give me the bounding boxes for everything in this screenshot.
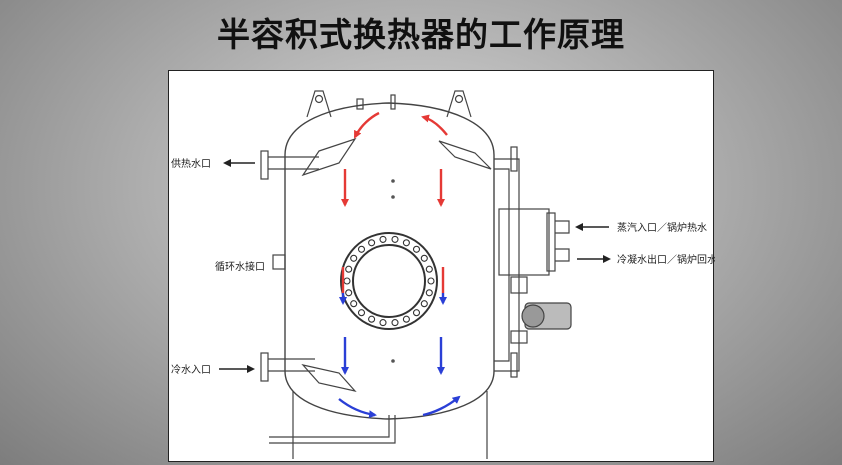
support-skirt: [292, 391, 488, 459]
manhole-bolt: [368, 239, 376, 247]
cold-flow-arrow-bottom-right: [422, 395, 461, 417]
manhole-bolt: [357, 309, 366, 317]
cold-inlet-nozzle: [260, 352, 269, 382]
manhole-bolt: [427, 277, 435, 285]
label-cold-water-inlet: 冷水入口: [171, 363, 211, 376]
right-pipe: [494, 158, 520, 372]
manhole-bolt: [402, 315, 410, 323]
lifting-lug-left: [306, 90, 332, 118]
manhole: [340, 232, 438, 330]
circulation-nozzle: [272, 254, 286, 270]
manhole-bolt: [391, 319, 399, 327]
manhole-bolt: [350, 254, 358, 262]
manhole-bolt: [343, 277, 351, 285]
hot-flow-arrow-top-left: [353, 111, 380, 139]
tank-shell: [284, 102, 495, 420]
diagram-panel: 供热水口 循环水接口 冷水入口 蒸汽入口／锅炉热水 冷凝水出口／锅炉回水: [168, 70, 715, 462]
label-circulation-port: 循环水接口: [215, 260, 265, 273]
page-title: 半容积式换热器的工作原理: [217, 15, 625, 54]
manhole-bolt: [357, 245, 366, 253]
label-hot-supply-outlet: 供热水口: [171, 157, 211, 170]
hot-flow-arrow-top-right: [421, 114, 448, 136]
manhole-bolt: [391, 235, 399, 243]
coil-flange-box: [498, 208, 550, 276]
manhole-bolt: [345, 289, 353, 297]
manhole-bolt: [402, 239, 410, 247]
manhole-bolt: [425, 289, 433, 297]
hot-supply-nozzle: [260, 150, 269, 180]
cold-flow-arrow-bottom-left: [338, 398, 377, 419]
manhole-bolt: [420, 300, 428, 308]
manhole-bolt: [379, 319, 387, 327]
manhole-bolt: [412, 309, 421, 317]
lifting-lug-right: [446, 90, 472, 118]
manhole-bolt: [412, 245, 421, 253]
label-steam-inlet: 蒸汽入口／锅炉热水: [617, 221, 707, 234]
manhole-bolt: [379, 235, 387, 243]
manhole-bolt: [368, 315, 376, 323]
manhole-bolt: [350, 300, 358, 308]
manhole-bolt: [425, 265, 433, 273]
label-condensate-outlet: 冷凝水出口／锅炉回水: [617, 253, 715, 266]
manhole-bolt: [420, 254, 428, 262]
manhole-bolt: [345, 265, 353, 273]
heat-exchanger-diagram: 供热水口 循环水接口 冷水入口 蒸汽入口／锅炉热水 冷凝水出口／锅炉回水: [171, 90, 715, 459]
